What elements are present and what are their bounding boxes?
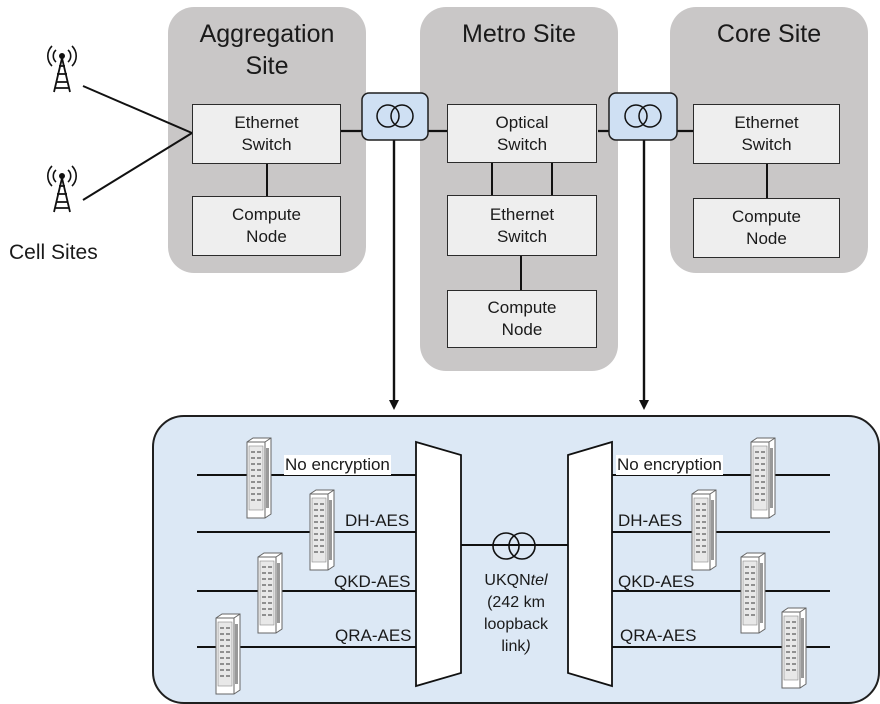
right-channel-label: QKD-AES xyxy=(618,572,695,591)
right-channel-label: No encryption xyxy=(616,455,723,475)
link-name-prefix: UKQN xyxy=(484,572,531,589)
right-channel-label: DH-AES xyxy=(618,511,683,530)
left-channel-label: DH-AES xyxy=(345,511,410,530)
right-channel-label: QRA-AES xyxy=(620,626,697,645)
aggregation-site-title: Aggregation Site xyxy=(199,20,335,80)
core-compute-node: Compute Node xyxy=(693,198,840,258)
left-channel-label: No encryption xyxy=(284,455,391,475)
link-word: link xyxy=(501,638,526,655)
link-close-paren: ) xyxy=(525,638,531,655)
core-ethernet-switch: Ethernet Switch xyxy=(693,104,840,164)
aggregation-ethernet-switch: Ethernet Switch xyxy=(192,104,341,164)
link-name-italic: tel xyxy=(530,572,548,589)
link-type: loopback xyxy=(483,616,549,633)
metro-optical-switch: Optical Switch xyxy=(447,104,597,163)
left-channel-label: QKD-AES xyxy=(334,572,411,591)
metro-ethernet-switch: Ethernet Switch xyxy=(447,195,597,256)
left-channel-label: QRA-AES xyxy=(335,626,412,645)
core-site-title: Core Site xyxy=(716,20,822,48)
cell-sites-label: Cell Sites xyxy=(9,241,98,264)
link-distance: (242 km xyxy=(487,594,545,611)
aggregation-compute-node: Compute Node xyxy=(192,196,341,256)
link-label: UKQNtel (242 km loopback link) xyxy=(470,570,562,658)
metro-site-title: Metro Site xyxy=(462,20,576,48)
metro-compute-node: Compute Node xyxy=(447,290,597,348)
